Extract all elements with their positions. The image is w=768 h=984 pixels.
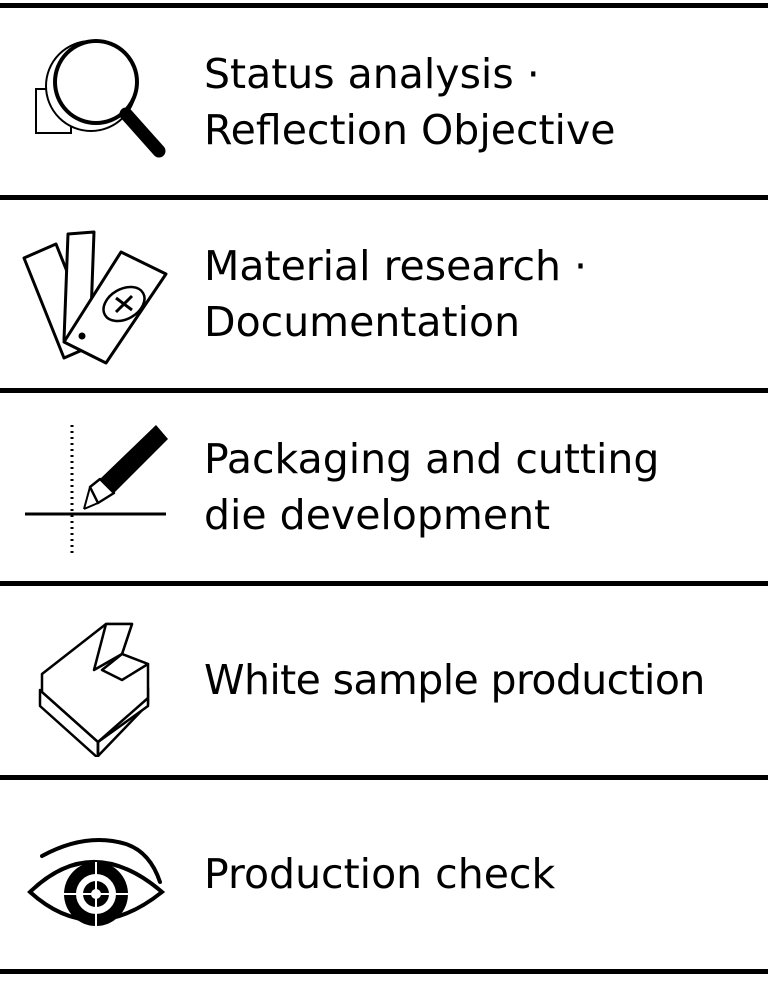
step-material-research: Material research · Documentation <box>0 200 768 387</box>
step-packaging-development: Packaging and cutting die development <box>0 393 768 580</box>
step-label-line-1: White sample production <box>204 655 705 704</box>
step-label-line-1: Packaging and cutting <box>204 434 660 483</box>
pen-cutting-line-icon <box>16 409 176 564</box>
step-label-line-1: Status analysis · <box>204 49 540 98</box>
step-label-line-1: Material research · <box>204 241 588 290</box>
eye-target-icon <box>16 796 176 951</box>
top-rule <box>0 3 768 8</box>
step-white-sample: White sample production <box>0 586 768 773</box>
divider-rule <box>0 775 768 780</box>
divider-rule <box>0 388 768 393</box>
step-label-line-2: Reflection Objective <box>204 105 616 154</box>
divider-rule <box>0 195 768 200</box>
step-label-line-1: Production check <box>204 849 556 898</box>
box-icon <box>16 602 176 757</box>
step-label-line-2: die development <box>204 490 551 539</box>
divider-rule <box>0 581 768 586</box>
step-label-line-2: Documentation <box>204 297 521 346</box>
step-production-check: Production check <box>0 780 768 967</box>
bottom-rule <box>0 969 768 974</box>
material-swatches-icon <box>16 216 176 371</box>
magnifying-glass-icon <box>16 24 176 179</box>
step-status-analysis: Status analysis · Reflection Objective <box>0 8 768 195</box>
